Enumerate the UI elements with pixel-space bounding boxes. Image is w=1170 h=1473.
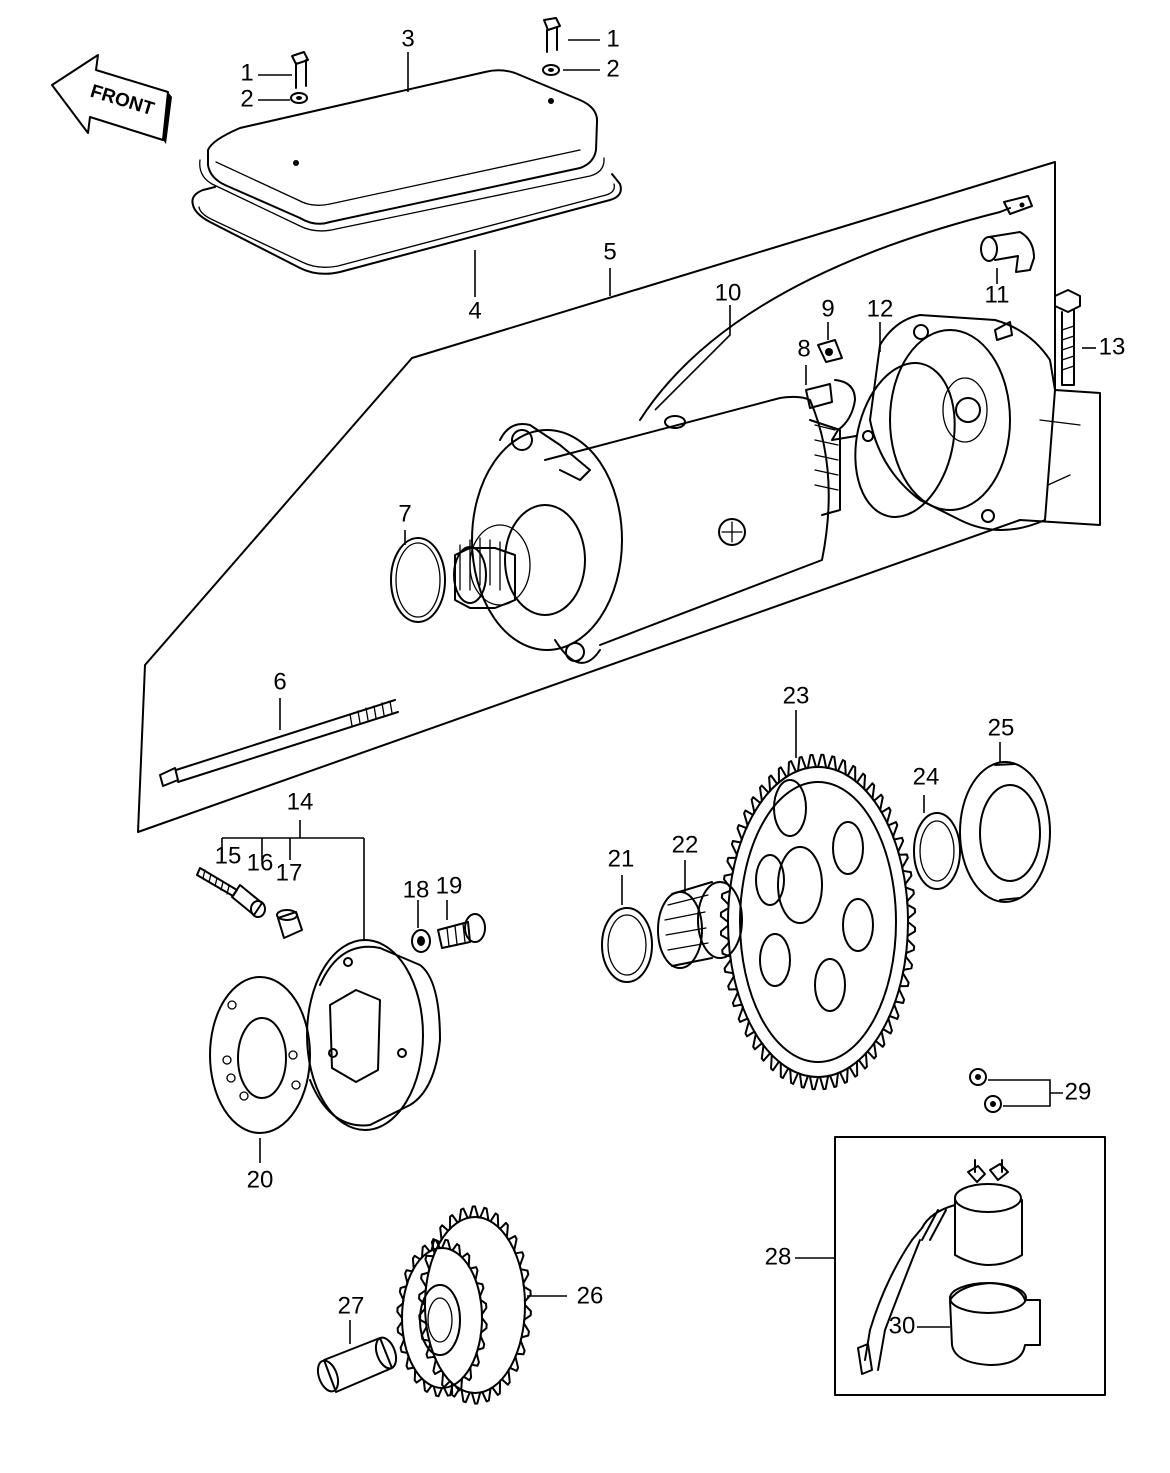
callout-8: 8	[797, 335, 810, 362]
rear-end-cover	[869, 314, 1081, 531]
front-o-ring	[390, 537, 446, 623]
cover-bolt-right	[542, 17, 561, 76]
idler-gear-outer-teeth	[418, 1205, 532, 1405]
callout-27: 27	[338, 1292, 365, 1319]
terminal-cap	[980, 231, 1035, 273]
callout-16: 16	[247, 849, 274, 876]
starter-driven-gear-teeth	[719, 753, 917, 1091]
callout-12: 12	[867, 295, 894, 322]
callout-leaders	[221, 39, 1096, 1344]
terminal-nuts	[969, 1068, 1063, 1113]
front-direction-sign: FRONT	[51, 54, 172, 144]
starter-driven-gear	[727, 766, 909, 1078]
callout-labels: 1 2 3 1 2 4 5 6 7 8 9 10 11 12 13 14 15 …	[215, 25, 1126, 1339]
starter-cable	[639, 195, 1033, 421]
callout-17: 17	[276, 859, 303, 886]
cover-bolt-left	[290, 51, 309, 104]
starter-clutch	[306, 939, 441, 1131]
callout-13: 13	[1099, 333, 1126, 360]
starter-cover	[199, 69, 605, 232]
callout-14: 14	[287, 788, 314, 815]
clutch-roller-pin	[231, 884, 266, 918]
clutch-plate	[209, 976, 311, 1134]
rear-cover-o-ring	[854, 362, 956, 518]
callout-24: 24	[913, 763, 940, 790]
callout-4: 4	[468, 297, 481, 324]
callout-5: 5	[603, 238, 616, 265]
needle-bearing	[657, 881, 743, 969]
brush-holder	[805, 339, 874, 442]
callout-6: 6	[273, 668, 286, 695]
clutch-bolt	[437, 913, 486, 949]
callout-25: 25	[988, 714, 1015, 741]
gear-washer	[913, 812, 961, 890]
callout-2-left: 2	[240, 85, 253, 112]
callout-9: 9	[821, 295, 834, 322]
relay-rubber-mount	[949, 1282, 1041, 1366]
callout-18: 18	[403, 876, 430, 903]
long-through-bolt	[159, 699, 399, 787]
idler-gear-inner-teeth	[396, 1238, 488, 1398]
callout-1-right: 1	[606, 25, 619, 52]
callout-21: 21	[608, 845, 635, 872]
callout-28: 28	[765, 1243, 792, 1270]
starter-relay-box	[834, 1136, 1106, 1396]
callout-3: 3	[401, 25, 414, 52]
callout-22: 22	[672, 831, 699, 858]
callout-30: 30	[889, 1312, 916, 1339]
callout-1-left: 1	[240, 59, 253, 86]
cover-gasket	[191, 173, 622, 275]
oil-seal	[959, 761, 1051, 903]
clutch-washer	[411, 929, 431, 953]
callout-29: 29	[1065, 1078, 1092, 1105]
starter-motor	[453, 395, 841, 664]
callout-20: 20	[247, 1166, 274, 1193]
through-bolt	[1054, 289, 1081, 386]
callout-7: 7	[398, 500, 411, 527]
callout-2-right: 2	[606, 55, 619, 82]
thrust-washer	[601, 907, 653, 983]
callout-11: 11	[985, 281, 1010, 308]
idler-gear-shaft-sleeve	[316, 1336, 398, 1393]
starter-motor-assembly-outline	[137, 161, 1101, 833]
callout-23: 23	[783, 682, 810, 709]
clutch-spring	[196, 867, 238, 897]
starter-relay	[857, 1159, 1023, 1375]
callout-15: 15	[215, 842, 242, 869]
callout-19: 19	[436, 872, 463, 899]
callout-10: 10	[715, 279, 742, 306]
clutch-roller	[276, 909, 303, 939]
callout-26: 26	[577, 1282, 604, 1309]
idler-gear	[401, 1216, 526, 1394]
